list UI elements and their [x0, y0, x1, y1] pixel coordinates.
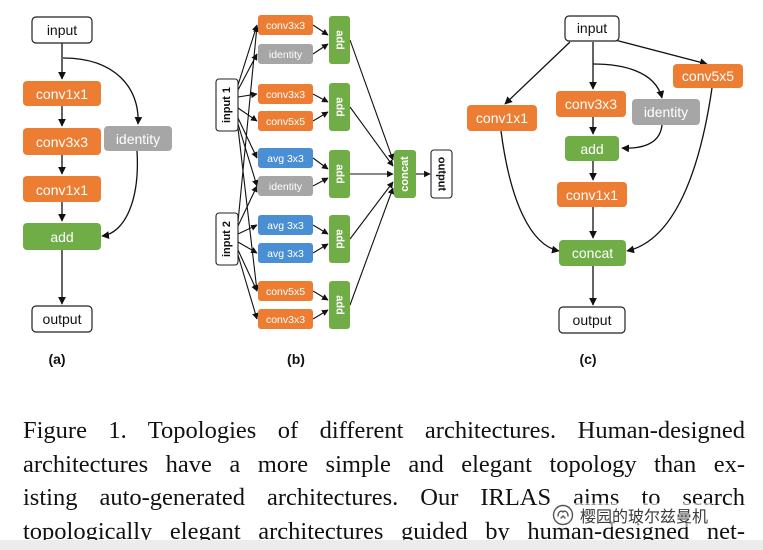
- panel-a-conv3x3: conv3x3: [23, 128, 101, 155]
- panel-a-caption: (a): [48, 351, 65, 367]
- panel-a-add: add: [23, 223, 101, 250]
- panel-a-input-label: input: [47, 22, 77, 38]
- svg-text:add: add: [334, 30, 346, 50]
- panel-c-add: add: [565, 136, 619, 161]
- panel-b-input1-label: input 1: [221, 87, 233, 123]
- watermark-text: 樱园的玻尔兹曼机: [580, 507, 709, 526]
- panel-b-caption: (b): [287, 351, 305, 367]
- svg-text:input: input: [577, 20, 607, 36]
- figure-caption: Figure 1. Topologies of different archit…: [23, 414, 745, 548]
- panel-a-conv1-label: conv1x1: [36, 86, 88, 102]
- panel-a-conv3-label: conv1x1: [36, 182, 88, 198]
- svg-text:identity: identity: [269, 49, 303, 61]
- panel-a-identity: identity: [104, 126, 172, 151]
- panel-a-identity-label: identity: [116, 131, 160, 147]
- svg-text:output: output: [436, 157, 448, 192]
- architecture-diagram: input conv1x1 conv3x3 conv1x1 identity a…: [23, 15, 743, 367]
- panel-c-conv5x5: conv5x5: [673, 64, 743, 88]
- panel-b-node-8: avg 3x3: [258, 243, 313, 263]
- svg-text:conv5x5: conv5x5: [682, 68, 734, 84]
- panel-c-output-node: output: [558, 306, 626, 334]
- panel-a-input-node: input: [31, 16, 93, 44]
- watermark: 樱园的玻尔兹曼机: [548, 503, 713, 527]
- panel-b-node-6: identity: [258, 176, 313, 196]
- svg-text:identity: identity: [644, 104, 688, 120]
- svg-text:add: add: [334, 229, 346, 249]
- wechat-channel-icon: [552, 504, 574, 526]
- svg-text:avg 3x3: avg 3x3: [267, 153, 304, 165]
- panel-b-add-1: add: [329, 16, 350, 64]
- panel-c-conv3x3: conv3x3: [556, 91, 626, 117]
- bottom-scroll-bar: [0, 540, 763, 550]
- panel-a-conv1x1-bottom: conv1x1: [23, 176, 101, 202]
- panel-b-node-4: conv5x5: [258, 111, 313, 131]
- panel-b-concat: concat: [394, 150, 416, 198]
- caption-line-2: architectures have a more simple and ele…: [23, 450, 745, 478]
- panel-b-node-9: conv5x5: [258, 281, 313, 301]
- panel-b-node-10: conv3x3: [258, 309, 313, 329]
- panel-a-output-label: output: [43, 311, 82, 327]
- svg-text:add: add: [334, 295, 346, 315]
- panel-c-input-node: input: [564, 15, 620, 42]
- svg-text:conv3x3: conv3x3: [266, 314, 305, 326]
- svg-text:add: add: [580, 141, 603, 157]
- panel-b-add-5: add: [329, 281, 350, 329]
- svg-text:concat: concat: [572, 245, 613, 261]
- svg-text:conv3x3: conv3x3: [266, 20, 305, 32]
- svg-text:conv5x5: conv5x5: [266, 116, 305, 128]
- svg-text:conv5x5: conv5x5: [266, 286, 305, 298]
- svg-text:identity: identity: [269, 181, 303, 193]
- panel-b-input2-node: input 2: [215, 212, 239, 266]
- panel-c-concat: concat: [559, 240, 626, 266]
- panel-a: [58, 43, 143, 305]
- panel-a-conv2-label: conv3x3: [36, 134, 88, 150]
- svg-text:conv1x1: conv1x1: [566, 187, 618, 203]
- svg-text:conv1x1: conv1x1: [476, 110, 528, 126]
- panel-b-add-2: add: [329, 83, 350, 131]
- panel-c-conv1x1-mid: conv1x1: [557, 182, 627, 207]
- svg-text:output: output: [573, 312, 612, 328]
- panel-c-edges: [500, 39, 713, 306]
- panel-c-conv1x1-left: conv1x1: [467, 105, 537, 131]
- panel-b-input2-label: input 2: [221, 221, 233, 257]
- panel-a-add-label: add: [50, 229, 73, 245]
- panel-b-node-2: identity: [258, 44, 313, 64]
- svg-text:concat: concat: [399, 156, 411, 192]
- panel-c-caption: (c): [579, 351, 596, 367]
- panel-b-node-1: conv3x3: [258, 15, 313, 35]
- svg-text:add: add: [334, 97, 346, 117]
- panel-a-output-node: output: [31, 305, 93, 333]
- panel-b-node-7: avg 3x3: [258, 215, 313, 235]
- panel-b-edges: [237, 24, 431, 320]
- svg-text:conv3x3: conv3x3: [266, 89, 305, 101]
- panel-c-identity: identity: [632, 99, 700, 125]
- svg-text:add: add: [334, 164, 346, 184]
- panel-b-input1-node: input 1: [215, 78, 239, 132]
- svg-text:avg 3x3: avg 3x3: [267, 220, 304, 232]
- panel-b-node-3: conv3x3: [258, 84, 313, 104]
- panel-b-add-3: add: [329, 150, 350, 198]
- panel-b-node-5: avg 3x3: [258, 148, 313, 168]
- panel-b-add-4: add: [329, 215, 350, 263]
- panel-b-output-node: output: [430, 149, 453, 199]
- panel-a-conv1x1-top: conv1x1: [23, 81, 101, 106]
- svg-text:avg 3x3: avg 3x3: [267, 248, 304, 260]
- caption-line-1: Figure 1. Topologies of different archit…: [23, 417, 745, 444]
- svg-text:conv3x3: conv3x3: [565, 96, 617, 112]
